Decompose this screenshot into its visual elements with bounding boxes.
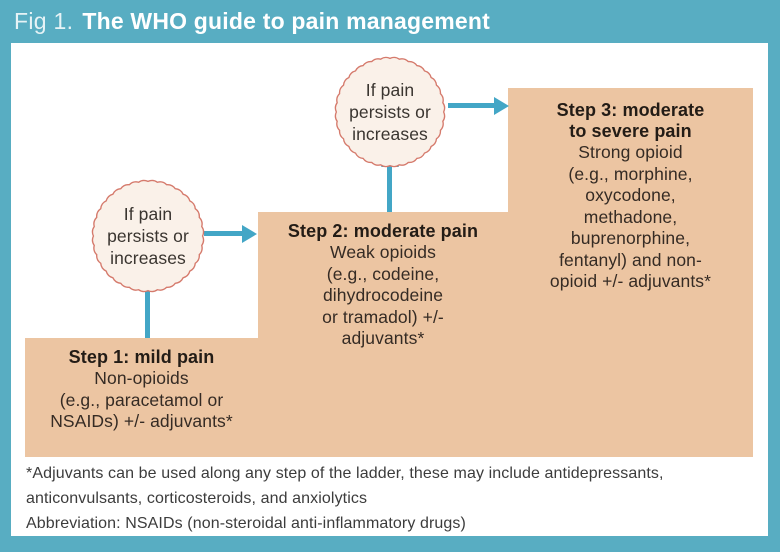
step-1-title: Step 1: mild pain: [68, 347, 215, 367]
scalloped-circle-icon: [91, 179, 205, 293]
step-3-body: Strong opioid (e.g., morphine, oxycodone…: [549, 142, 712, 291]
step-1-box: Step 1: mild pain Non-opioids (e.g., par…: [25, 338, 258, 457]
diagram-panel: Step 1: mild pain Non-opioids (e.g., par…: [11, 43, 768, 536]
arrow-circle1-to-step2-shaft: [204, 231, 242, 236]
arrow-right-icon: [242, 225, 257, 243]
arrow-right-icon: [494, 97, 509, 115]
step-1-body: Non-opioids (e.g., paracetamol or NSAIDs…: [50, 368, 233, 431]
figure-header: Fig 1. The WHO guide to pain management: [0, 0, 780, 43]
footnote-abbreviation: Abbreviation: NSAIDs (non-steroidal anti…: [26, 515, 466, 532]
arrow-circle2-to-step3-shaft: [448, 103, 494, 108]
pain-persists-text-1: If pain persists or increases: [107, 204, 189, 268]
footnote-adjuvants: *Adjuvants can be used along any step of…: [26, 465, 664, 507]
step-2-body: Weak opioids (e.g., codeine, dihydrocode…: [322, 242, 444, 348]
step-3-box: Step 3: moderate to severe pain Strong o…: [508, 88, 753, 457]
arrow-step2-to-circle2-shaft: [387, 167, 392, 212]
pain-persists-text-2: If pain persists or increases: [349, 80, 431, 144]
footnotes: *Adjuvants can be used along any step of…: [26, 461, 726, 536]
step-2-box: Step 2: moderate pain Weak opioids (e.g.…: [258, 212, 508, 457]
pain-persists-circle-1: If pain persists or increases: [89, 177, 207, 295]
step-3-title: Step 3: moderate to severe pain: [556, 100, 705, 141]
scalloped-circle-icon: [334, 56, 446, 168]
step-2-title: Step 2: moderate pain: [287, 221, 479, 241]
arrow-step1-to-circle1-shaft: [145, 289, 150, 338]
pain-persists-circle-2: If pain persists or increases: [332, 54, 448, 170]
figure-number-label: Fig 1.: [14, 8, 74, 34]
figure-title: The WHO guide to pain management: [82, 8, 490, 34]
